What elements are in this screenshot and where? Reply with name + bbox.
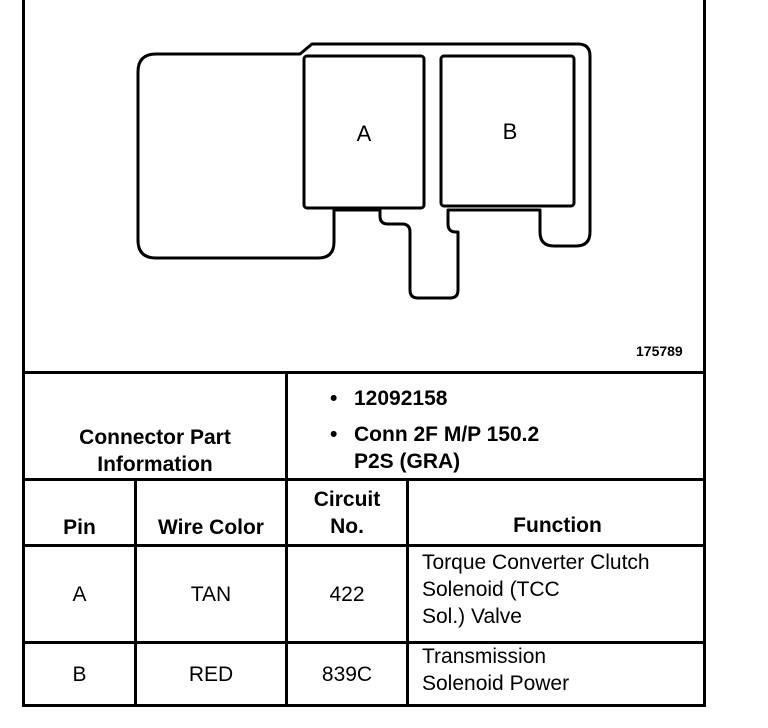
header-circuit-line2: No. [330,515,364,538]
header-circuit: Circuit No. [288,484,406,542]
col-divider-circuit [285,371,288,707]
connector-part-number: 12092158 [354,387,448,410]
cavity-a-outline [302,54,426,210]
header-pin: Pin [63,515,96,539]
connector-drawing: A B [136,42,592,300]
header-bottom-rule [22,544,706,547]
row-a-bottom-rule [22,641,706,644]
row-b-function-line2: Solenoid Power [422,672,570,695]
connector-info-label-line2: Information [97,453,213,476]
row-a-function: Torque Converter Clutch Solenoid (TCC So… [422,549,650,630]
row-a-function-line2: Solenoid (TCC [422,578,560,601]
col-divider-function [406,478,409,707]
connector-description: Conn 2F M/P 150.2 P2S (GRA) [354,421,539,475]
row-a-function-line3: Sol.) Valve [422,605,522,628]
bullet-1: • [330,387,338,410]
connector-description-line2: P2S (GRA) [354,450,461,473]
row-b-circuit: 839C [321,662,373,686]
cavity-b-outline [439,54,576,208]
table-top-rule [22,371,706,374]
row-b-function-line1: Transmission [422,645,547,668]
header-wire-color: Wire Color [158,515,264,539]
connector-info-label: Connector Part Information [25,424,285,478]
drawing-part-number: 175789 [636,343,683,359]
info-bottom-rule [22,478,706,481]
bullet-2: • [330,423,338,446]
row-a-function-line1: Torque Converter Clutch [422,551,650,574]
cavity-a-label: A [357,121,372,146]
header-function: Function [513,513,602,537]
header-circuit-line1: Circuit [313,488,381,511]
row-b-function: Transmission Solenoid Power [422,643,569,697]
col-divider-wire [134,478,137,707]
row-a-wire-color: TAN [190,582,232,606]
connector-description-line1: Conn 2F M/P 150.2 [354,423,540,446]
connector-housing-outline [136,42,592,300]
row-a-pin: A [72,582,87,606]
diagram-frame [22,0,706,707]
cavity-b-label: B [503,119,518,144]
row-a-circuit: 422 [329,582,365,606]
row-b-pin: B [72,662,87,686]
connector-info-label-line1: Connector Part [79,426,231,449]
row-b-wire-color: RED [188,662,234,686]
